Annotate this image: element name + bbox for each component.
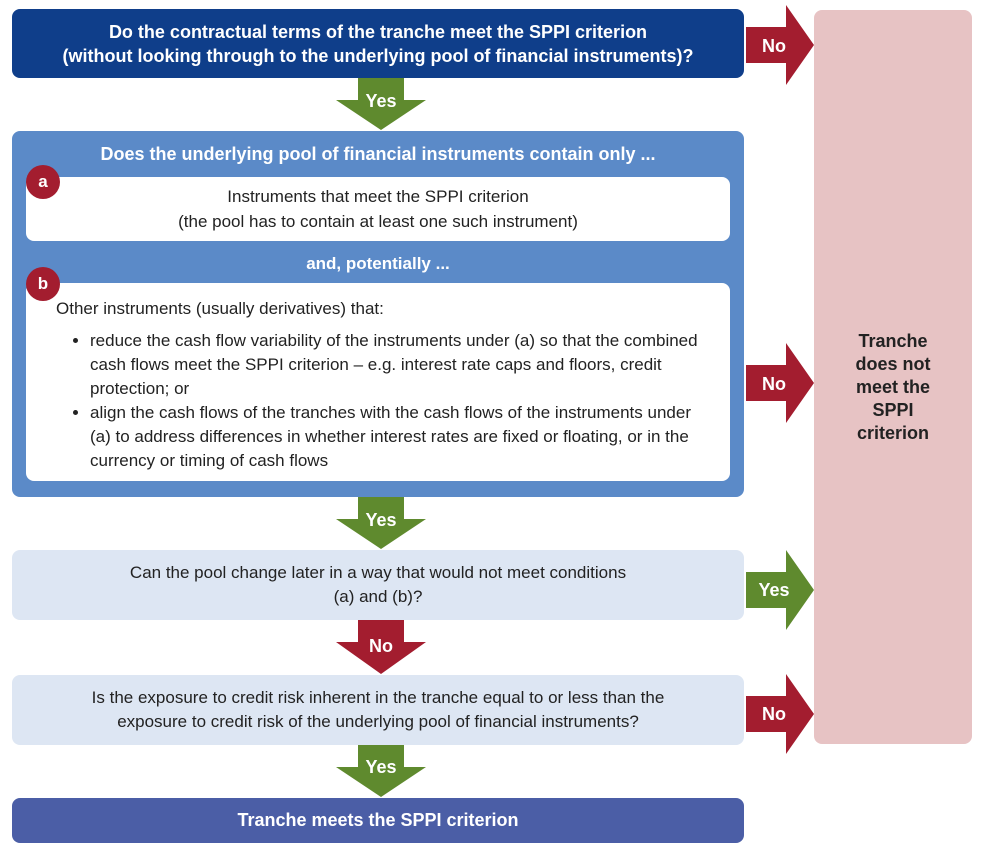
arrow-label: No: [762, 704, 786, 724]
arrow-down-no-3: No: [336, 620, 426, 674]
arrow-label: No: [762, 36, 786, 56]
arrow-label: Yes: [365, 757, 397, 777]
question-1-box: Do the contractual terms of the tranche …: [12, 9, 744, 78]
question-3-line1: Can the pool change later in a way that …: [129, 563, 627, 582]
arrow-down-icon: [336, 745, 426, 797]
arrow-label: Yes: [758, 580, 790, 600]
question-4-line2: exposure to credit risk of the underlyin…: [117, 712, 639, 731]
condition-a-line1: Instruments that meet the SPPI criterion: [227, 187, 529, 206]
arrow-right-icon: [746, 674, 814, 754]
arrow-right-icon: [746, 5, 814, 85]
condition-a-line2: (the pool has to contain at least one su…: [178, 212, 578, 231]
arrow-right-no-1: No: [746, 5, 814, 85]
condition-b-bullet-2: align the cash flows of the tranches wit…: [90, 401, 710, 473]
outcome-line-1: Tranche: [858, 331, 928, 351]
outcome-line-3: meet the: [855, 377, 931, 397]
arrow-right-icon: [746, 343, 814, 423]
arrow-down-yes-4: Yes: [336, 745, 426, 797]
condition-b-intro: Other instruments (usually derivatives) …: [56, 299, 384, 318]
arrow-label: Yes: [365, 510, 397, 530]
question-3-line2: (a) and (b)?: [333, 587, 423, 606]
arrow-label: No: [369, 636, 393, 656]
badge-a: a: [26, 165, 60, 199]
arrow-right-no-4: No: [746, 674, 814, 754]
question-1-line2: (without looking through to the underlyi…: [62, 45, 694, 66]
outcome-line-2: does not: [855, 354, 931, 374]
outcome-line-5: criterion: [856, 423, 930, 443]
arrow-right-no-2: No: [746, 343, 814, 423]
arrow-down-icon: [336, 620, 426, 674]
arrow-down-icon: [336, 497, 426, 549]
question-1-line1: Do the contractual terms of the tranche …: [108, 21, 648, 42]
question-4-box: Is the exposure to credit risk inherent …: [12, 675, 744, 745]
outcome-line-4: SPPI: [872, 400, 914, 420]
condition-a-box: Instruments that meet the SPPI criterion…: [26, 177, 730, 241]
arrow-down-yes-2: Yes: [336, 497, 426, 549]
question-2-title: Does the underlying pool of financial in…: [100, 144, 656, 164]
badge-b: b: [26, 267, 60, 301]
condition-b-list: reduce the cash flow variability of the …: [56, 329, 710, 473]
condition-b-box: Other instruments (usually derivatives) …: [26, 283, 730, 481]
arrow-down-icon: [336, 78, 426, 130]
negative-outcome-box: Tranche does not meet the SPPI criterion: [814, 10, 972, 744]
arrow-right-icon: [746, 550, 814, 630]
arrow-label: Yes: [365, 91, 397, 111]
negative-outcome-text: Tranche does not meet the SPPI criterion: [814, 330, 972, 445]
final-outcome-box: Tranche meets the SPPI criterion: [12, 798, 744, 843]
arrow-right-yes-3: Yes: [746, 550, 814, 630]
question-4-line1: Is the exposure to credit risk inherent …: [91, 688, 665, 707]
arrow-down-yes-1: Yes: [336, 78, 426, 130]
question-3-box: Can the pool change later in a way that …: [12, 550, 744, 620]
condition-b-bullet-1: reduce the cash flow variability of the …: [90, 329, 710, 401]
arrow-label: No: [762, 374, 786, 394]
connector-text: and, potentially ...: [306, 254, 450, 273]
